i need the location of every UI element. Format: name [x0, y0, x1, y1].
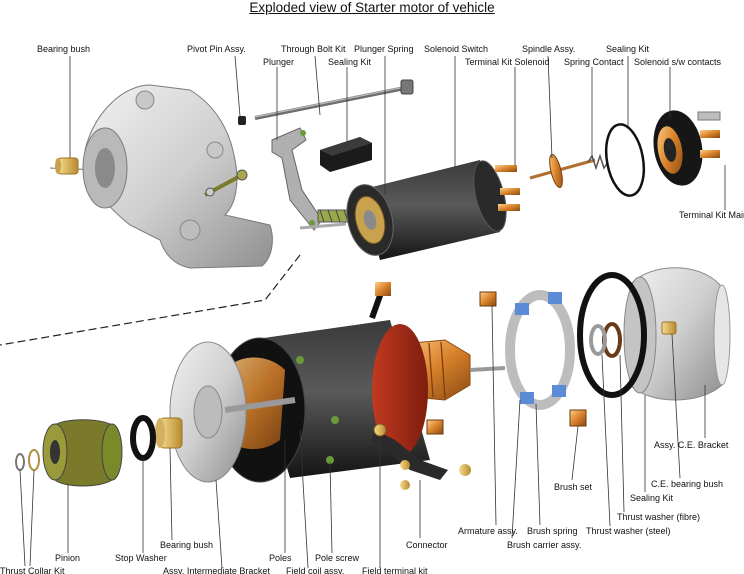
label-plunger-spring: Plunger Spring — [354, 44, 414, 54]
leader-lines — [19, 55, 726, 569]
diagram-title: Exploded view of Starter motor of vehicl… — [249, 0, 495, 15]
plunger-lever-part — [271, 127, 323, 231]
spring-contact-part — [587, 153, 609, 171]
bearing-bush-top-part — [55, 157, 79, 175]
connector-part — [372, 423, 471, 490]
assembly-path-line — [0, 254, 301, 346]
brush-set-part — [426, 291, 587, 435]
label-bearing-bush-top: Bearing bush — [37, 44, 91, 54]
label-armature-assy: Armature assy. — [458, 526, 518, 536]
label-thrust-collar-kit: Thrust Collar Kit — [0, 566, 65, 574]
label-stop-washer: Stop Washer — [115, 553, 167, 563]
label-assy-ce-bracket: Assy. C.E. Bracket — [654, 440, 729, 450]
label-thrust-washer-steel: Thrust washer (steel) — [586, 526, 671, 536]
bearing-bush-bottom-part — [155, 417, 183, 449]
pinion-part — [42, 419, 123, 487]
label-spring-contact: Spring Contact — [564, 57, 624, 67]
label-sealing-kit-bottom: Sealing Kit — [630, 493, 674, 503]
label-poles: Poles — [269, 553, 292, 563]
thrust-collar-part — [28, 449, 40, 471]
label-spindle-assy: Spindle Assy. — [522, 44, 576, 54]
label-sealing-kit-top: Sealing Kit — [606, 44, 650, 54]
thrust-washer-steel-part — [589, 324, 607, 356]
brush-carrier-part — [505, 290, 575, 410]
label-brush-carrier-assy: Brush carrier assy. — [507, 540, 582, 550]
label-pinion: Pinion — [55, 553, 81, 563]
label-brush-spring: Brush spring — [527, 526, 578, 536]
intermediate-bracket-part — [169, 341, 296, 483]
pivot-pin-part — [204, 169, 248, 197]
label-solenoid-switch: Solenoid Switch — [424, 44, 489, 54]
stop-washer-part — [130, 415, 156, 461]
label-pivot-pin-assy: Pivot Pin Assy. — [187, 44, 246, 54]
label-field-terminal-kit: Field terminal kit — [362, 566, 428, 574]
pivot-pin-cap — [238, 116, 246, 125]
label-assy-intermediate-bracket: Assy. Intermediate Bracket — [163, 566, 270, 574]
label-plunger: Plunger — [263, 57, 295, 67]
label-thrust-washer-fibre: Thrust washer (fibre) — [617, 512, 701, 522]
through-bolt-part — [254, 79, 414, 120]
solenoid-switch-part — [299, 160, 520, 260]
solenoid-cap-part — [653, 110, 721, 186]
label-field-coil-assy: Field coil assy. — [286, 566, 345, 574]
label-solenoid-sw-contacts: Solenoid s/w contacts — [634, 57, 722, 67]
label-pole-screw: Pole screw — [315, 553, 360, 563]
label-through-bolt-kit: Through Bolt Kit — [281, 44, 346, 54]
sealing-ring-bottom-part — [577, 272, 647, 398]
label-terminal-kit-main: Terminal Kit Main — [679, 210, 744, 220]
drive-end-housing — [82, 84, 273, 269]
label-bearing-bush-bottom: Bearing bush — [160, 540, 214, 550]
sealing-kit-plunger-part — [320, 137, 372, 172]
label-terminal-kit-solenoid: Terminal Kit Solenoid — [465, 57, 550, 67]
spindle-assy-part — [529, 153, 596, 189]
label-sealing-kit-plunger: Sealing Kit — [328, 57, 372, 67]
label-brush-set: Brush set — [554, 482, 593, 492]
sealing-ring-top-part — [604, 123, 646, 197]
label-ce-bearing-bush: C.E. bearing bush — [651, 479, 724, 489]
ce-bracket-part — [623, 267, 731, 401]
label-connector: Connector — [406, 540, 448, 550]
